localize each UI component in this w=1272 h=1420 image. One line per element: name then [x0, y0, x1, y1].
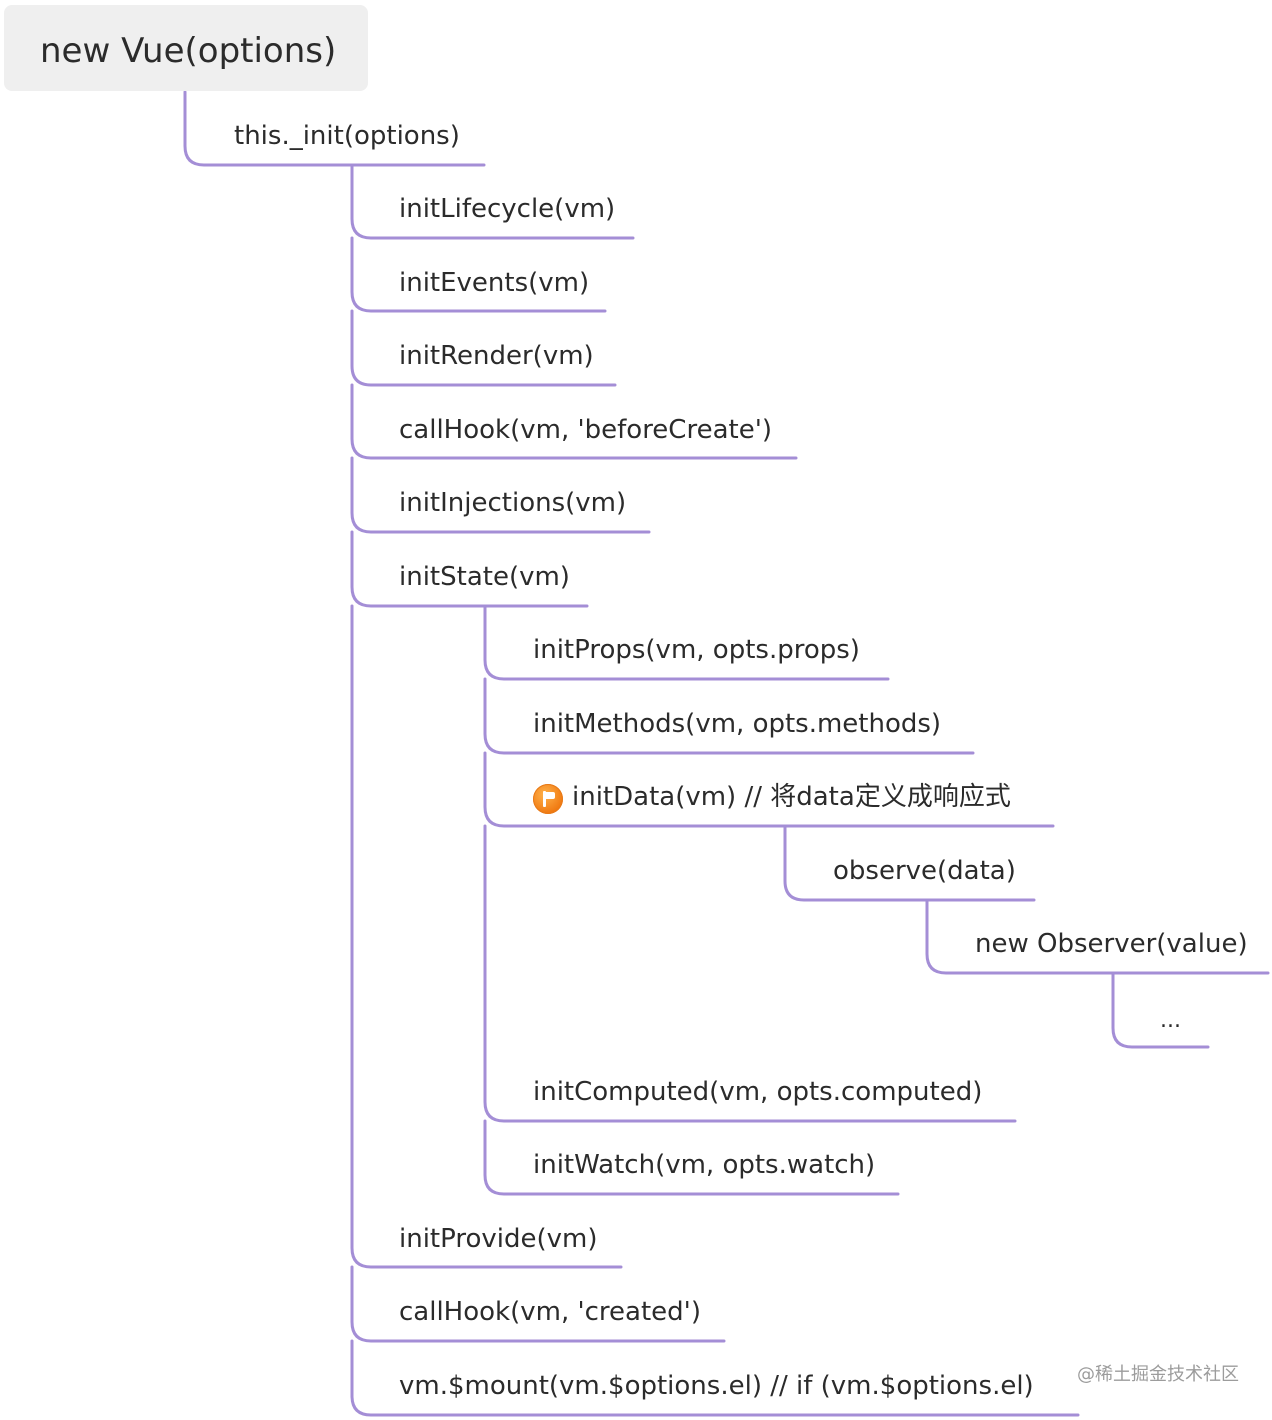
node-this-init[interactable]: this._init(options) [234, 121, 460, 151]
watermark: @稀土掘金技术社区 [1077, 1364, 1239, 1385]
node-init-provide[interactable]: initProvide(vm) [399, 1224, 598, 1254]
node-init-methods[interactable]: initMethods(vm, opts.methods) [533, 709, 942, 739]
node-callhook-beforecreate[interactable]: callHook(vm, 'beforeCreate') [399, 415, 772, 445]
orange-flag-marker-icon [533, 784, 563, 814]
node-init-data[interactable]: initData(vm) // 将data定义成响应式 [572, 782, 1011, 812]
root-node[interactable]: new Vue(options) [4, 5, 368, 91]
node-init-state[interactable]: initState(vm) [399, 562, 570, 592]
node-callhook-created[interactable]: callHook(vm, 'created') [399, 1297, 701, 1327]
node-observe[interactable]: observe(data) [833, 856, 1016, 886]
node-init-lifecycle[interactable]: initLifecycle(vm) [399, 194, 616, 224]
root-node-label: new Vue(options) [40, 31, 337, 71]
node-init-props[interactable]: initProps(vm, opts.props) [533, 635, 860, 665]
node-init-watch[interactable]: initWatch(vm, opts.watch) [533, 1150, 876, 1180]
node-init-computed[interactable]: initComputed(vm, opts.computed) [533, 1077, 983, 1107]
node-ellipsis[interactable]: ... [1160, 1008, 1181, 1033]
node-init-render[interactable]: initRender(vm) [399, 341, 594, 371]
node-init-injections[interactable]: initInjections(vm) [399, 488, 627, 518]
node-new-observer[interactable]: new Observer(value) [975, 929, 1248, 959]
node-init-events[interactable]: initEvents(vm) [399, 268, 590, 298]
node-vm-mount[interactable]: vm.$mount(vm.$options.el) // if (vm.$opt… [399, 1371, 1034, 1401]
